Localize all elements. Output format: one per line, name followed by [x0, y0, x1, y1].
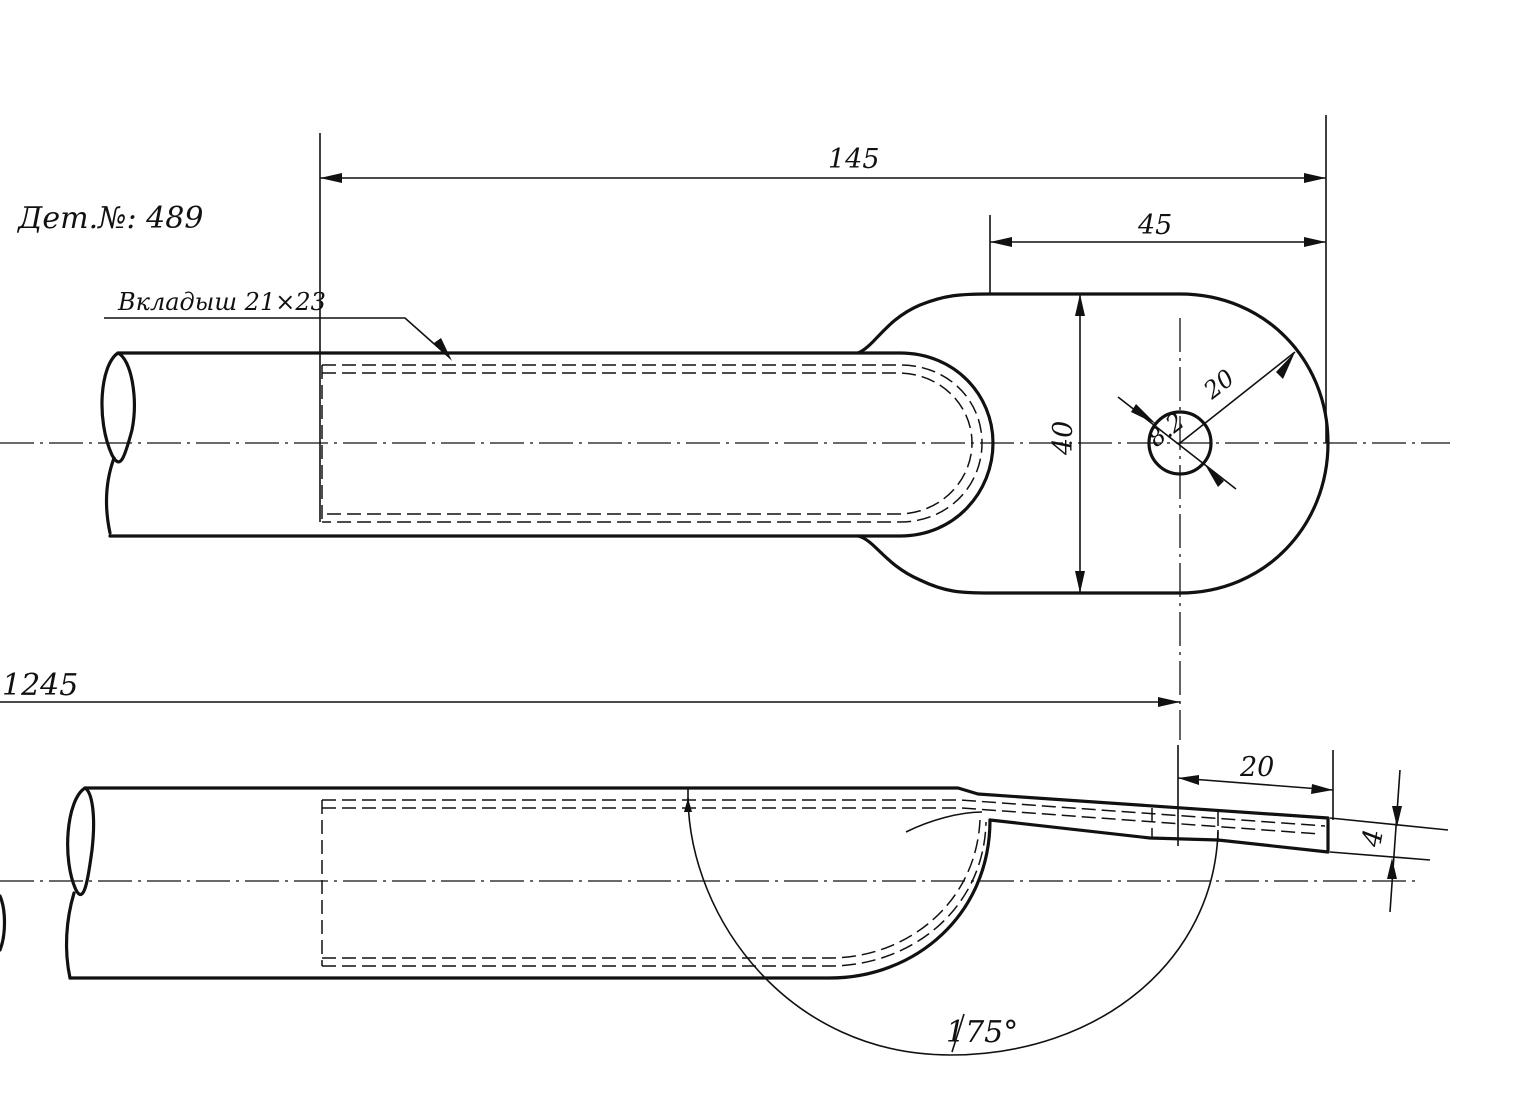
dim-line-20	[1177, 777, 1334, 791]
insert-leader	[104, 317, 451, 359]
dim-145-label: 145	[828, 144, 880, 175]
insert-dashed-top	[322, 364, 983, 523]
tube-break-side	[66, 786, 96, 897]
arrow-r20	[1276, 352, 1295, 379]
top-view: 145 45 40 20 8.2 Вкладыш 21×23	[0, 115, 1450, 740]
tube-break-lower-top	[104, 456, 116, 535]
insert-dashed-side	[322, 799, 1326, 827]
side-view: 1245 20 4	[0, 668, 1449, 1056]
tube-break-top	[100, 351, 136, 464]
bend-guide-curve	[905, 811, 983, 833]
arrow-20-left	[1178, 775, 1199, 785]
partial-left-curve	[0, 894, 7, 952]
arrow-hole-2	[1204, 463, 1224, 487]
angle-label-slash	[951, 1013, 965, 1053]
arrow-145-left	[320, 173, 342, 183]
dim-45-label: 45	[1137, 210, 1172, 241]
dim-line-4	[1389, 769, 1401, 913]
arrow-145-right	[1304, 173, 1326, 183]
arrow-insert	[434, 338, 452, 361]
ext-line-4-top	[1329, 817, 1449, 831]
arrow-40-bottom	[1075, 571, 1085, 593]
bend-angle-arc	[687, 797, 1219, 1056]
arrow-4-top	[1392, 806, 1402, 827]
ext-line-4-bottom	[1329, 851, 1431, 861]
arrow-45-left	[990, 237, 1012, 247]
tube-fold-side	[828, 818, 992, 980]
tube-fold-top	[856, 351, 995, 538]
arrow-40-top	[1075, 294, 1085, 316]
dim-r20-label: 20	[1198, 364, 1240, 405]
hole-circle	[1147, 410, 1213, 476]
arrow-20-right	[1311, 784, 1333, 794]
insert-dashed-side-bottom	[322, 819, 981, 959]
insert-label: Вкладыш 21×23	[117, 288, 326, 316]
arrow-4-bottom	[1387, 858, 1397, 879]
dim-angle-label: 175°	[946, 1015, 1018, 1050]
arrow-45-right	[1304, 237, 1326, 247]
dim-4-label: 4	[1356, 827, 1390, 850]
dim-40-label: 40	[1048, 421, 1079, 456]
arrow-1245-right	[1158, 697, 1180, 707]
part-number-title: Дет.№: 489	[16, 201, 203, 236]
insert-dashed-top-2	[322, 372, 973, 515]
dim-1245-label: 1245	[2, 668, 78, 703]
insert-dashed-side-2	[322, 807, 1321, 835]
dim-20-label: 20	[1239, 752, 1274, 783]
insert-dashed-side-bottom-2	[322, 821, 987, 967]
dim-line-r20	[1179, 351, 1296, 444]
tube-outline-side	[83, 786, 1330, 854]
arrow-hole-1	[1131, 404, 1156, 424]
tube-outline-top	[108, 292, 1330, 595]
tube-break-lower-side	[64, 891, 76, 980]
